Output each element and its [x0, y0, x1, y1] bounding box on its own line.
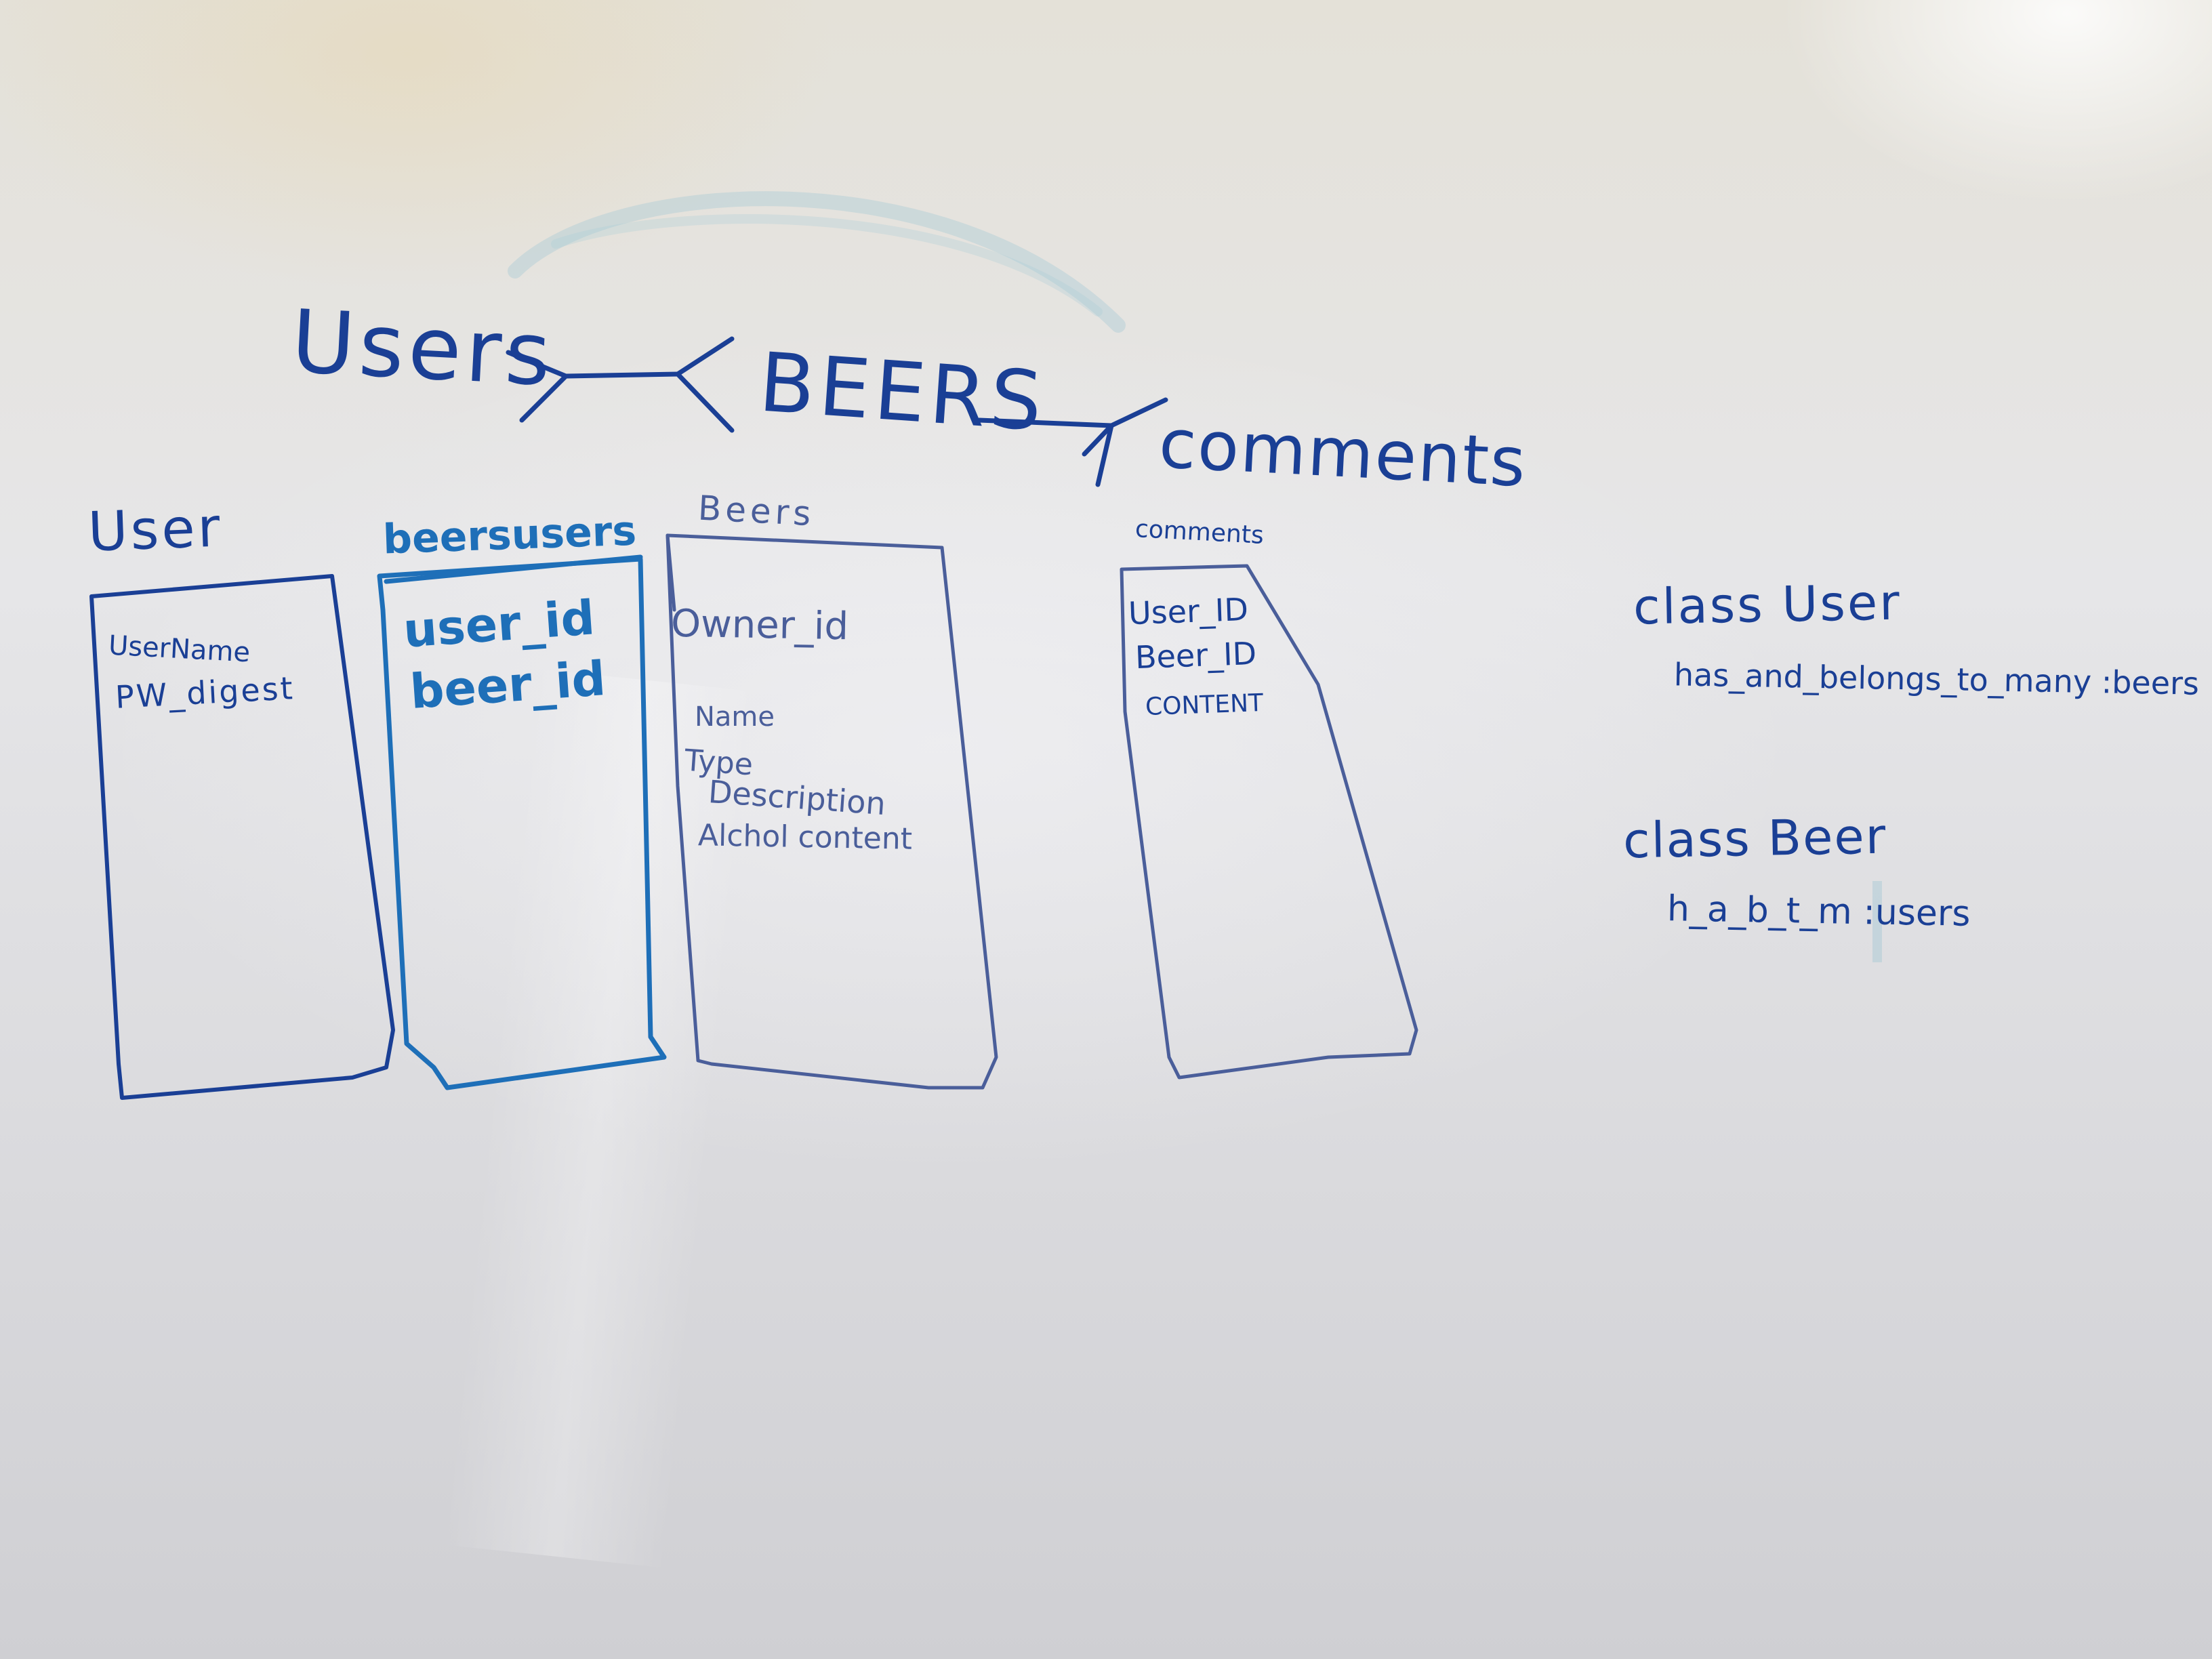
class-user-heading: class User: [1633, 573, 1902, 636]
entity-beers: BEERS: [756, 335, 1049, 450]
class-beer-association: h_a_b_t_m :users: [1666, 888, 1971, 935]
erased-arc-2: [551, 214, 1103, 316]
user-table-box: [89, 574, 395, 1100]
comments-field-beer-id: Beer_ID: [1134, 634, 1257, 676]
beers-comments-connector: [977, 397, 1168, 487]
erased-arc: [508, 191, 1126, 333]
beersusers-title-underline: [384, 554, 643, 584]
beersusers-table-title: beersusers: [382, 507, 638, 564]
beers-field-name: Name: [695, 701, 775, 733]
beers-table-left-edge: [665, 533, 676, 612]
beers-field-owner-id: Owner_id: [670, 601, 849, 649]
class-beer-heading: class Beer: [1622, 807, 1887, 869]
comments-field-content: CONTENT: [1145, 689, 1264, 722]
beers-table-box: [665, 533, 998, 1090]
user-table-title: User: [87, 495, 224, 564]
users-beers-connector: [506, 336, 735, 433]
beersusers-table-box: [377, 556, 667, 1090]
beers-field-alchol-content: Alchol content: [697, 818, 913, 857]
comments-table-box: [1120, 564, 1418, 1080]
beers-table-title: Beers: [697, 488, 816, 534]
comments-field-user-id: User_ID: [1128, 590, 1249, 632]
entity-users: Users: [289, 291, 558, 407]
